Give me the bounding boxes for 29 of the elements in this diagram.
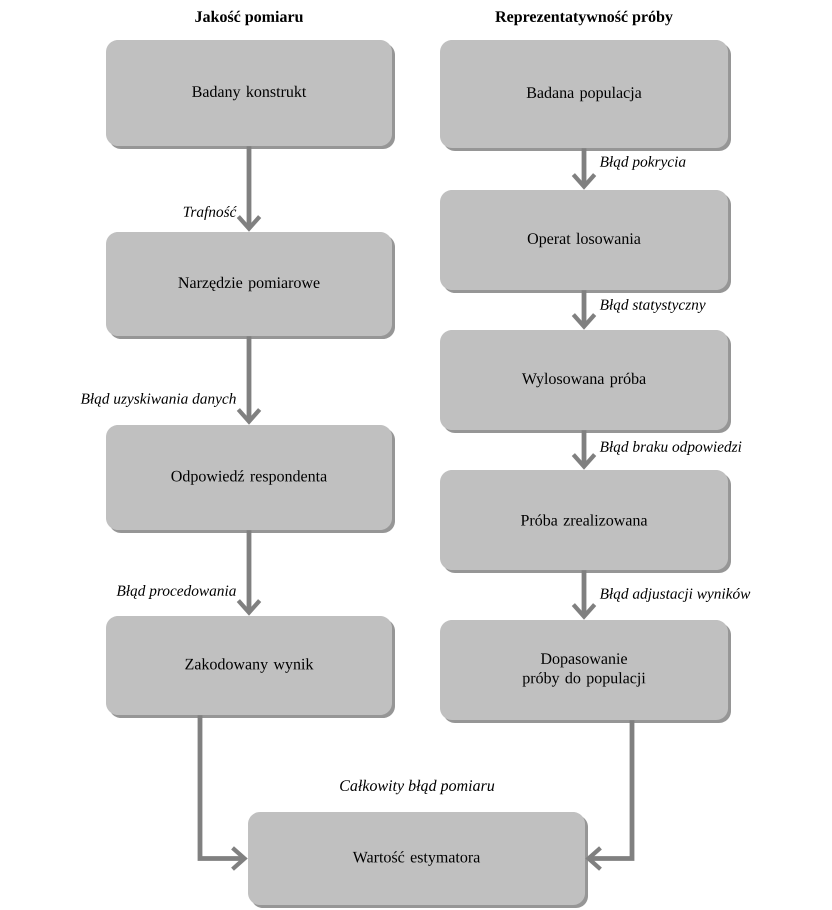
caption-label: Całkowity błąd pomiaru (340, 780, 494, 794)
column-heading: Reprezentatywność próby (495, 10, 673, 26)
arrow (236, 146, 262, 232)
edge-label: Błąd procedowania (116, 585, 236, 599)
edge-label: Trafność (184, 206, 237, 220)
process-box: Wylosowana próba (440, 330, 731, 433)
process-box: Badany konstrukt (106, 40, 395, 149)
edge-label: Błąd statystyczny (600, 299, 706, 313)
process-box: Operat losowania (440, 190, 731, 293)
process-box: Zakodowany wynik (106, 616, 395, 718)
process-box: Badana populacja (440, 40, 731, 151)
arrow (236, 336, 262, 425)
arrow (572, 148, 596, 190)
edge-label: Błąd braku odpowiedzi (600, 441, 742, 455)
process-box: Próba zrealizowana (440, 470, 731, 573)
column-heading: Jakość pomiaru (195, 10, 304, 26)
arrow (572, 570, 596, 620)
arrow (198, 715, 248, 871)
process-box: Wartość estymatora (248, 812, 588, 908)
arrow (572, 290, 596, 330)
arrow (585, 720, 634, 871)
edge-label: Błąd pokrycia (600, 156, 686, 170)
process-box: Dopasowanie próby do populacji (440, 620, 731, 723)
edge-label: Błąd uzyskiwania danych (80, 393, 236, 407)
process-box: Odpowiedź respondenta (106, 425, 395, 533)
arrow (572, 430, 596, 470)
edge-label: Błąd adjustacji wyników (600, 588, 750, 602)
process-box: Narzędzie pomiarowe (106, 232, 395, 339)
arrow (236, 530, 262, 616)
